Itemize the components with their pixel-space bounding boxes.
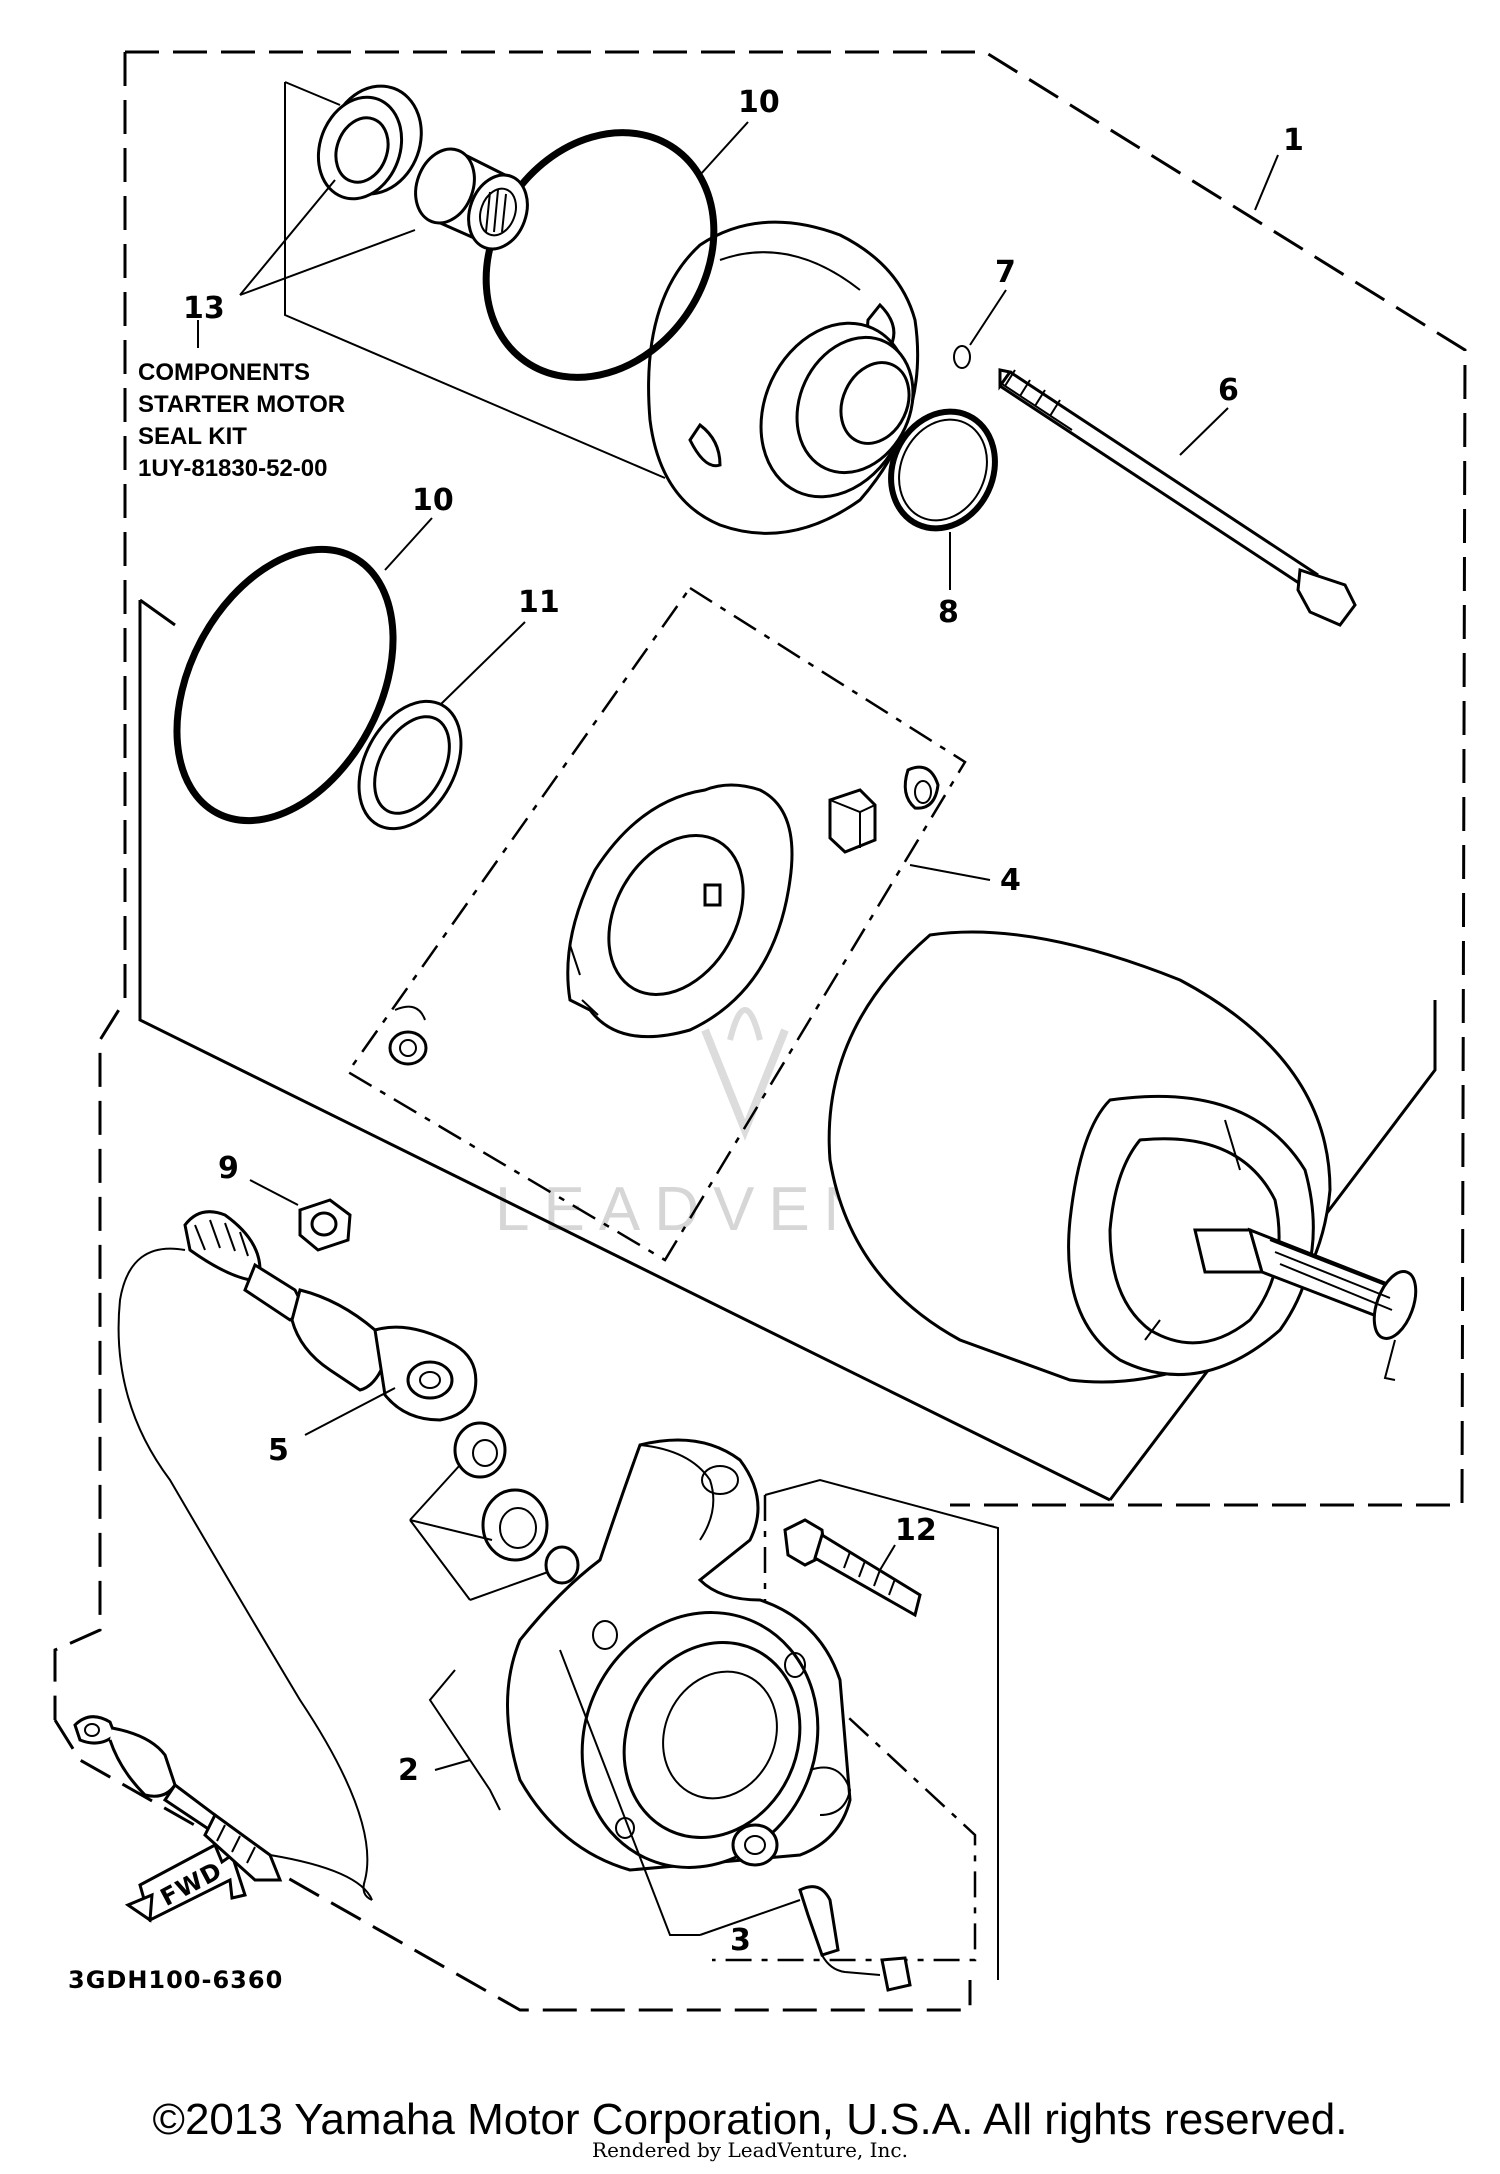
leader-6 xyxy=(1179,407,1229,456)
oring-part-8 xyxy=(888,408,998,532)
leader-7 xyxy=(969,289,1007,346)
assembly-boundary-left xyxy=(53,52,127,1720)
callout-8: 8 xyxy=(938,595,959,630)
brush-holder-boundary xyxy=(346,586,967,1262)
leader-10-upper xyxy=(699,121,749,176)
large-oring-part-10-lower xyxy=(173,545,397,825)
brush-block xyxy=(828,788,877,854)
rear-cover-part-2 xyxy=(506,1438,852,1872)
leader-2 xyxy=(428,1669,501,1811)
leader-12 xyxy=(879,1544,896,1571)
grommet-small xyxy=(453,1421,507,1479)
leader-5 xyxy=(304,1387,396,1436)
motor-yoke-housing xyxy=(827,930,1332,1384)
rendered-by-notice: Rendered by LeadVenture, Inc. xyxy=(592,2138,908,2162)
callout-6: 6 xyxy=(1218,373,1239,408)
leader-9 xyxy=(249,1179,299,1206)
leader-4 xyxy=(909,864,991,881)
kit-note-line-3: SEAL KIT xyxy=(138,423,247,450)
through-bolt-part-6 xyxy=(998,368,1357,627)
brush-plate xyxy=(566,783,794,1039)
lead-wire-part-5 xyxy=(117,1210,478,1901)
kit-note-line-1: COMPONENTS xyxy=(138,359,310,386)
callout-10-lower: 10 xyxy=(412,483,454,518)
callout-4: 4 xyxy=(1000,863,1021,898)
front-cover-housing xyxy=(647,220,920,535)
armature-shaft xyxy=(1193,1227,1418,1381)
leader-13 xyxy=(239,179,416,296)
brush-spring-lower xyxy=(388,1005,428,1066)
diagram-code: 3GDH100-6360 xyxy=(68,1966,283,1994)
seal-kit-note: COMPONENTS STARTER MOTOR SEAL KIT 1UY-81… xyxy=(138,359,345,482)
callout-10-upper: 10 xyxy=(738,85,780,120)
brush-spring-upper xyxy=(903,765,940,810)
leader-1 xyxy=(1254,154,1279,211)
seal-kit-bracket xyxy=(284,81,666,479)
armature-bracket xyxy=(138,598,1111,1502)
small-oring-part-7 xyxy=(953,345,971,369)
rear-lead-wire xyxy=(73,1715,373,1901)
leader-10-lower xyxy=(384,517,433,571)
callout-12: 12 xyxy=(895,1513,937,1548)
nut-part-9 xyxy=(298,1198,352,1252)
oring-part-8-inner xyxy=(898,418,988,522)
bolt-bracket xyxy=(764,1478,999,1980)
copyright-notice: ©2013 Yamaha Motor Corporation, U.S.A. A… xyxy=(152,2095,1348,2144)
needle-bearing-part-13 xyxy=(414,147,529,251)
washer-part-11 xyxy=(357,699,463,831)
kit-note-part-number: 1UY-81830-52-00 xyxy=(138,455,327,482)
callout-13: 13 xyxy=(183,291,225,326)
callout-7: 7 xyxy=(995,255,1016,290)
leader-3 xyxy=(559,1649,801,1936)
terminal-part-3 xyxy=(798,1885,912,1992)
leader-grommets xyxy=(409,1464,549,1601)
callout-9: 9 xyxy=(218,1151,239,1186)
callout-2: 2 xyxy=(398,1753,419,1788)
leader-11 xyxy=(439,621,526,706)
callout-5: 5 xyxy=(268,1433,289,1468)
bolt-part-12 xyxy=(783,1518,922,1618)
callout-1: 1 xyxy=(1283,123,1304,158)
assembly-boundary-outer xyxy=(125,50,1467,1507)
oil-seal-part-13 xyxy=(316,84,423,201)
callout-11: 11 xyxy=(518,585,560,620)
kit-note-line-2: STARTER MOTOR xyxy=(138,391,345,418)
callout-3: 3 xyxy=(730,1923,751,1958)
assembly-boundary-bottom xyxy=(53,1719,972,2012)
oring-small xyxy=(544,1545,580,1585)
grommet-large xyxy=(481,1488,549,1562)
